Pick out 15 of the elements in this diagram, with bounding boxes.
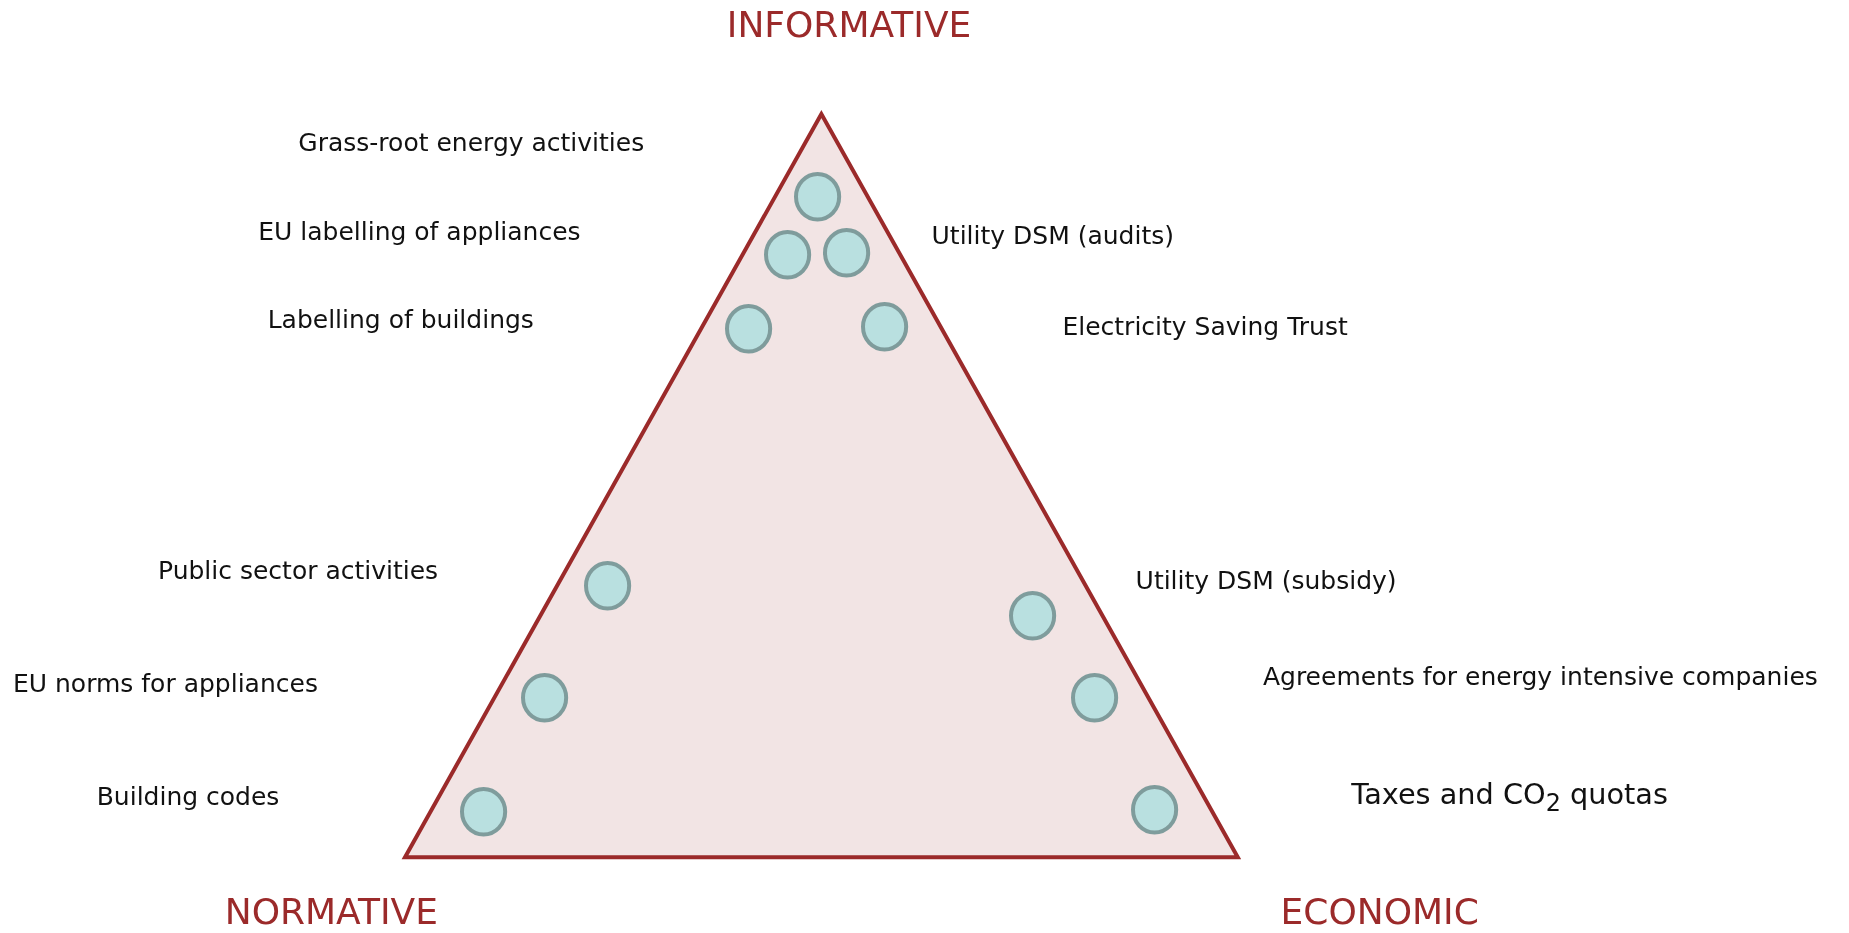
- item-label: Agreements for energy intensive companies: [1262, 661, 1818, 692]
- item-label: EU labelling of appliances: [258, 217, 581, 248]
- item-label: EU norms for appliances: [12, 668, 318, 699]
- item-label: Utility DSM (subsidy): [1135, 566, 1397, 597]
- corner-label: INFORMATIVE: [726, 3, 972, 47]
- item-label: Taxes and CO$_{2}$ quotas: [1351, 776, 1668, 818]
- item-label: Utility DSM (audits): [931, 220, 1174, 251]
- circle-marker: [459, 786, 508, 837]
- item-label: Electricity Saving Trust: [1062, 311, 1348, 342]
- corner-label: NORMATIVE: [224, 889, 438, 933]
- item-label: Building codes: [96, 782, 280, 813]
- corner-label: ECONOMIC: [1280, 889, 1479, 933]
- item-label: Labelling of buildings: [267, 304, 534, 335]
- item-label: Public sector activities: [158, 555, 439, 586]
- item-label: Grass-root energy activities: [298, 127, 645, 158]
